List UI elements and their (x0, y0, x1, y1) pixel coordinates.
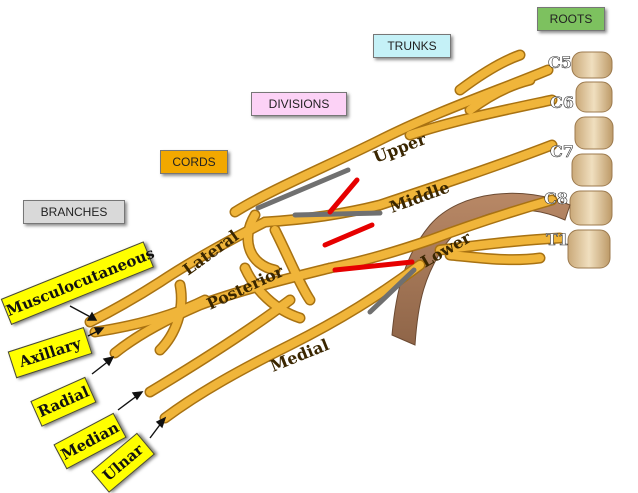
axillary-arrow-head (93, 327, 105, 336)
header-divisions: DIVISIONS (251, 92, 347, 116)
vertebra (571, 153, 613, 187)
trunk-label-middle: Middle (387, 178, 452, 217)
branch-arrows (69, 305, 167, 439)
lower-anterior-division (367, 267, 417, 315)
vertebra (571, 51, 613, 79)
upper-anterior-division (255, 167, 351, 211)
upper-small-branch (466, 76, 534, 114)
middle-posterior-division (322, 222, 375, 248)
nerve-bundle (84, 49, 566, 424)
header-trunks: TRUNKS (373, 34, 451, 58)
median-arrow-head (131, 391, 144, 401)
header-cords: CORDS (160, 150, 228, 174)
root-label-c7: C7 (550, 142, 574, 161)
brachial-plexus-diagram: Upper Middle Lower Lateral Posterior Med… (0, 7, 614, 493)
t1-root-nerve (436, 234, 564, 254)
median-arrow (117, 394, 139, 411)
posterior-division-loop (271, 226, 314, 304)
header-roots: ROOTS (537, 7, 605, 31)
header-branches: BRANCHES (23, 200, 125, 224)
vertebra (574, 116, 614, 150)
root-label-c6: C6 (550, 93, 574, 112)
vertebra (567, 229, 611, 269)
c8-root-nerve (326, 196, 556, 272)
lower-posterior-division (332, 259, 415, 273)
lower-small-branch (446, 251, 544, 264)
radial-arrow-head (102, 355, 115, 367)
medial-cord-nerve (161, 261, 424, 422)
vertebra (575, 81, 613, 113)
c6-root-nerve (406, 96, 556, 139)
vertebral-column (567, 51, 614, 269)
suprascapular-branch (456, 51, 524, 94)
vertebra (569, 190, 613, 226)
lateral-cord-nerve (86, 218, 269, 326)
medial-root-loop (241, 264, 304, 322)
upper-posterior-division (327, 177, 360, 215)
root-label-c8: C8 (544, 189, 568, 208)
musculocutaneous-arrow-head (86, 311, 98, 321)
middle-anterior-division (292, 210, 383, 218)
division-markers (255, 167, 417, 315)
lateral-medial-join (156, 281, 186, 354)
cord-label-lateral: Lateral (179, 226, 242, 279)
root-label-t1: T1 (546, 230, 569, 249)
lateral-root-loop (243, 211, 279, 274)
plexus-illustration: Upper Middle Lower Lateral Posterior Med… (69, 49, 614, 439)
axillary-nerve-path (91, 296, 209, 336)
ulnar-arrow-head (155, 416, 167, 429)
root-label-c5: C5 (548, 53, 572, 72)
middle-trunk-nerve (261, 141, 556, 226)
